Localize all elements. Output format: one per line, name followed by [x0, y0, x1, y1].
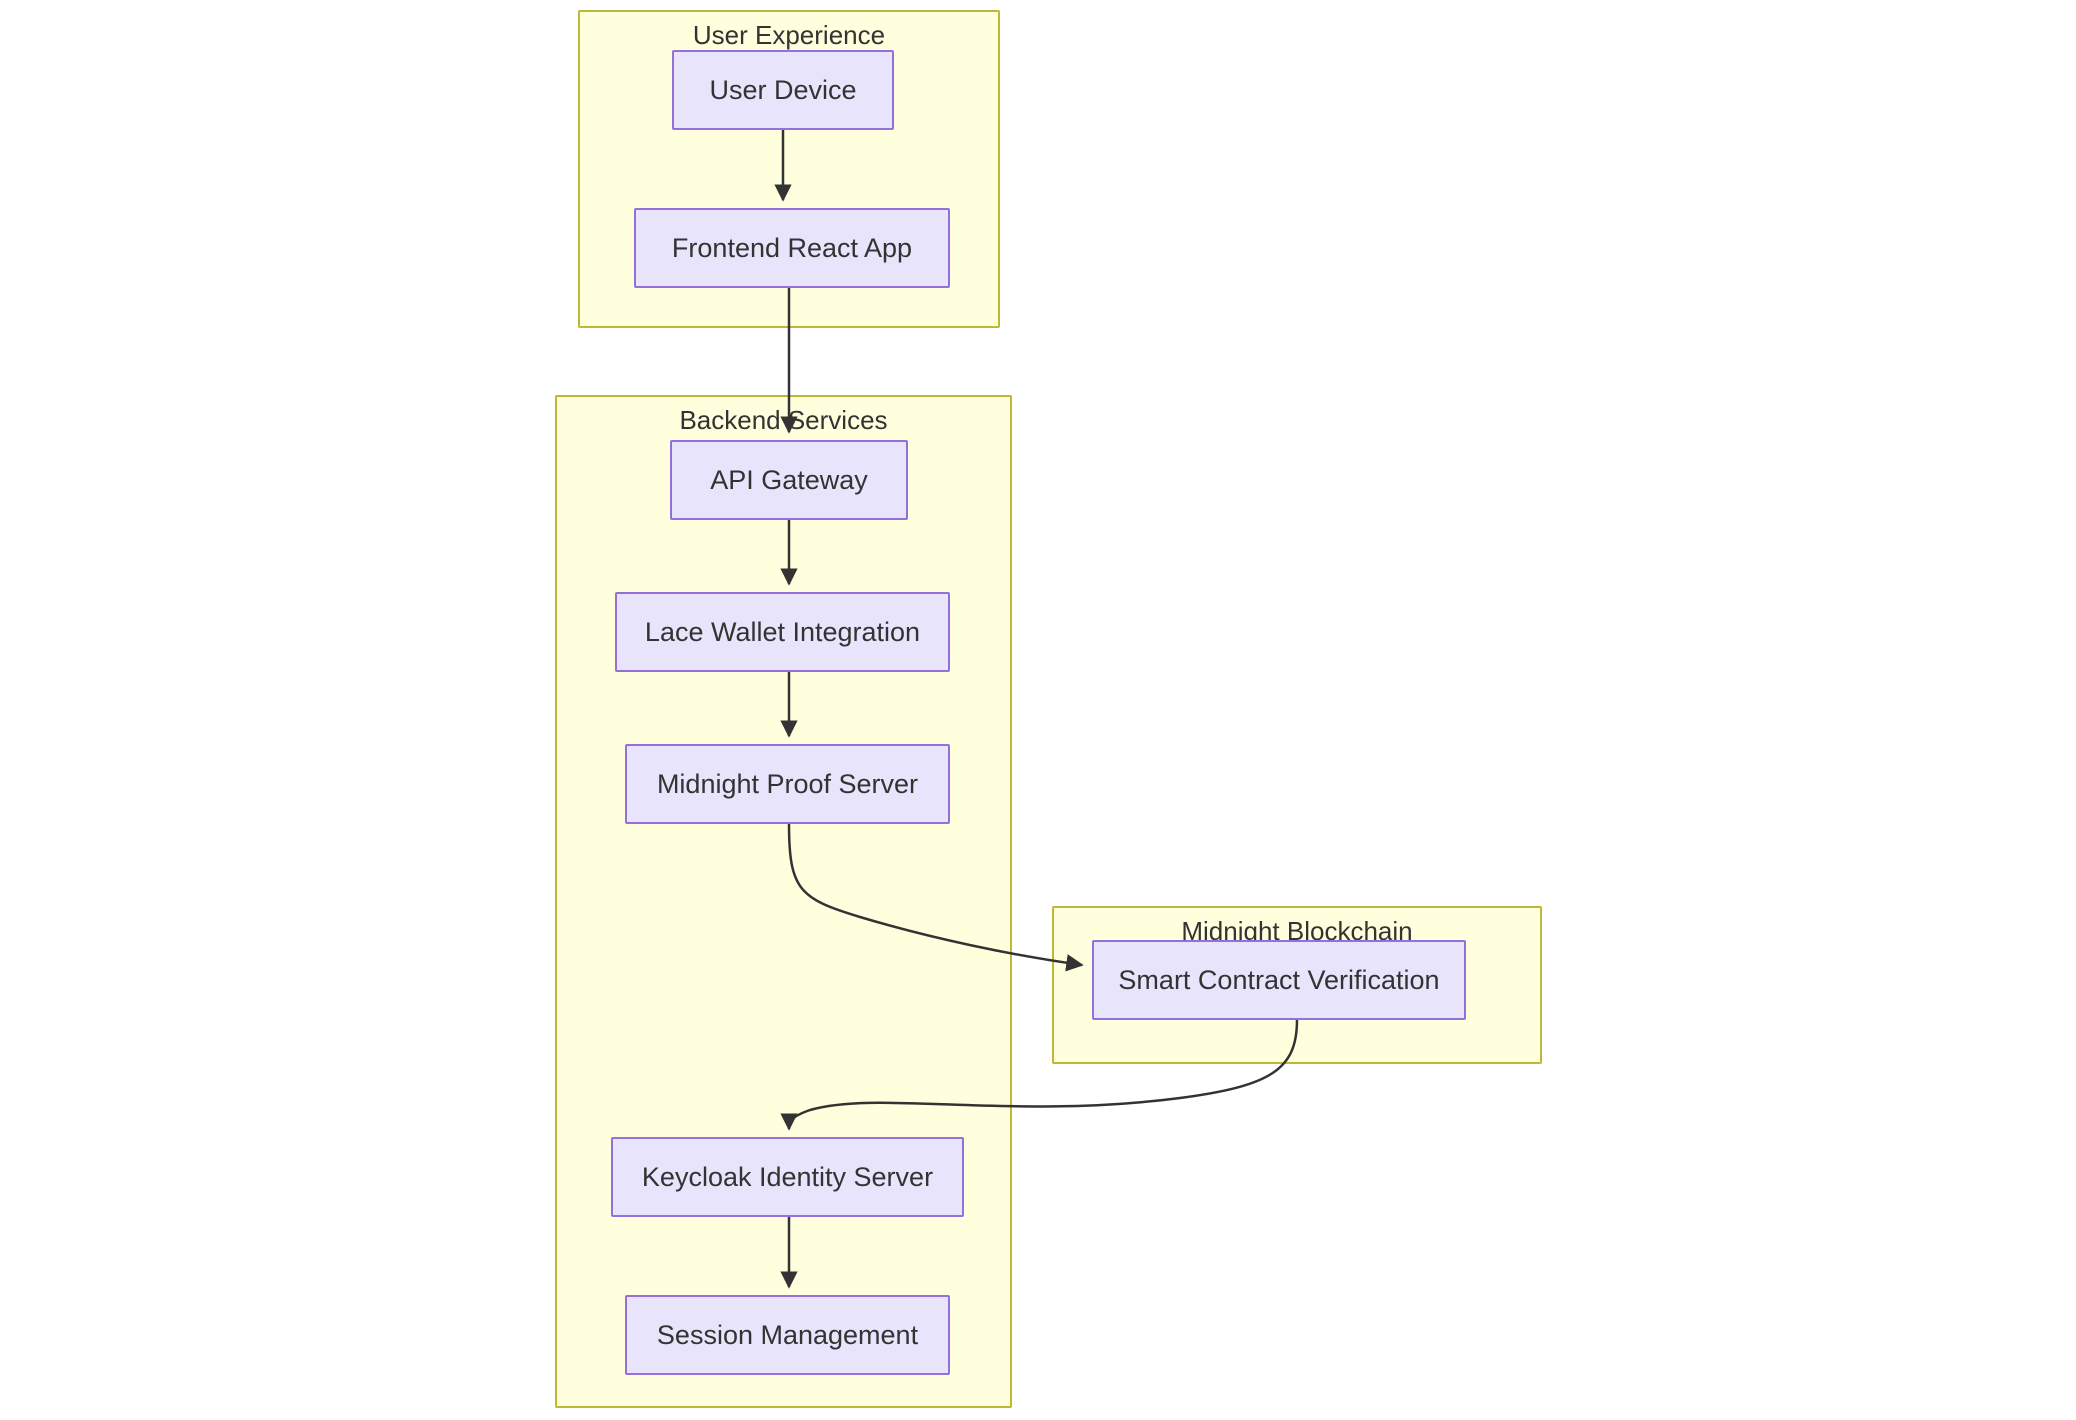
- node-label-lace-wallet-integration: Lace Wallet Integration: [644, 617, 921, 647]
- node-label-midnight-proof-server: Midnight Proof Server: [656, 769, 919, 799]
- node-midnight-proof-server[interactable]: Midnight Proof Server: [625, 744, 950, 824]
- node-label-api-gateway: API Gateway: [710, 465, 868, 495]
- node-label-session-management: Session Management: [656, 1320, 919, 1350]
- cluster-backend-services: Backend Services: [555, 395, 1012, 1408]
- node-api-gateway[interactable]: API Gateway: [670, 440, 908, 520]
- node-keycloak-identity-server[interactable]: Keycloak Identity Server: [611, 1137, 964, 1217]
- node-frontend-react-app[interactable]: Frontend React App: [634, 208, 950, 288]
- node-lace-wallet-integration[interactable]: Lace Wallet Integration: [615, 592, 950, 672]
- cluster-label-user-experience: User Experience: [692, 20, 886, 50]
- node-label-user-device: User Device: [709, 75, 857, 105]
- cluster-label-backend-services: Backend Services: [679, 405, 888, 435]
- node-label-smart-contract-verification: Smart Contract Verification: [1118, 965, 1440, 995]
- node-smart-contract-verification[interactable]: Smart Contract Verification: [1092, 940, 1466, 1020]
- node-session-management[interactable]: Session Management: [625, 1295, 950, 1375]
- node-label-keycloak-identity-server: Keycloak Identity Server: [641, 1162, 934, 1192]
- node-label-frontend-react-app: Frontend React App: [671, 233, 913, 263]
- node-user-device[interactable]: User Device: [672, 50, 894, 130]
